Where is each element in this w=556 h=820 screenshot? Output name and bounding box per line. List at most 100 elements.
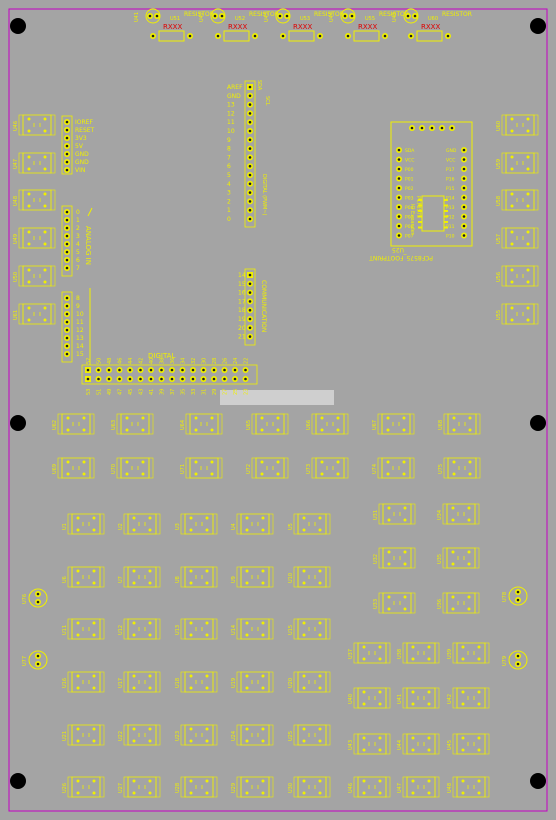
switch-tab [434, 733, 440, 755]
switch-pad [302, 581, 306, 585]
switch-ref: U11 [62, 625, 68, 635]
switch-mark [195, 785, 203, 789]
pad-hole [383, 34, 387, 38]
resistor-ref: U52 [235, 16, 245, 22]
switch-pad [92, 516, 96, 520]
pad-hole [36, 654, 40, 658]
switch-pad [526, 242, 530, 246]
resistor-body [223, 30, 250, 42]
switch-tab [155, 618, 161, 640]
switch-tab [475, 413, 481, 435]
pad-hole [155, 14, 159, 18]
pad-hole [149, 377, 153, 381]
switch-pad [43, 306, 47, 310]
switch-pad [92, 779, 96, 783]
switch-ref: U15 [288, 625, 294, 635]
switch-pad [318, 674, 322, 678]
switch-outline [127, 776, 157, 798]
switch-pad [467, 562, 471, 566]
switch-tab [434, 687, 440, 709]
switch-pad [205, 621, 209, 625]
resistor-ref: U53 [300, 16, 310, 22]
switch-pad [467, 506, 471, 510]
switch-mark [393, 601, 401, 605]
switch-tab [155, 776, 161, 798]
switch-pad [477, 702, 481, 706]
pad-hole [397, 234, 401, 237]
pad-hole [65, 296, 69, 300]
pad-hole [181, 377, 184, 381]
switch-pad [189, 791, 193, 795]
switch-ref: U13 [175, 625, 181, 635]
switch-pad [148, 528, 152, 532]
switch-pad [245, 779, 249, 783]
switch-ref: U28 [175, 783, 181, 793]
switch-pad [427, 702, 431, 706]
switch-ref: U49 [13, 234, 19, 244]
switch-mark [458, 422, 466, 426]
resistor-label: RESISTOR [184, 11, 214, 18]
switch-outline [382, 592, 412, 614]
switch-mark [467, 742, 475, 746]
switch-pad [261, 581, 265, 585]
switch-pad [261, 739, 265, 743]
switch-pad [336, 472, 340, 476]
pad-hole [248, 147, 252, 150]
switch-outline [127, 513, 157, 535]
comm-pin-label: 17 [238, 298, 246, 305]
switch-pad [245, 791, 249, 795]
pad-hole [248, 282, 252, 286]
pad-hole [65, 250, 69, 254]
led-ref: U43 [264, 12, 270, 22]
pcf-pin-label: P05 [405, 215, 414, 221]
pad-hole [212, 368, 216, 372]
switch-tab [452, 687, 458, 709]
pcf-pin-label: P10 [446, 234, 455, 240]
switch-pad [427, 791, 431, 795]
pad-hole [248, 291, 252, 294]
communication-label: COMMUNICATION [260, 280, 267, 332]
power-pin-label: RESET [75, 127, 95, 134]
switch-pad [261, 674, 265, 678]
switch-pad [148, 581, 152, 585]
switch-pad [125, 416, 129, 420]
switch-footprint: U38 [397, 642, 440, 664]
switch-pad [318, 779, 322, 783]
switch-mark [516, 274, 524, 278]
pwm-pin-label: 9 [227, 137, 231, 144]
switch-pad [27, 242, 31, 246]
switch-tab [212, 724, 218, 746]
switch-pad [245, 739, 249, 743]
switch-footprint: U16 [62, 671, 105, 693]
switch-pad [27, 192, 31, 196]
pad-hole [118, 377, 121, 381]
switch-footprint: U56 [496, 265, 539, 287]
switch-outline [446, 547, 476, 569]
switch-mark [308, 733, 316, 737]
pad-hole [462, 148, 466, 152]
switch-footprint: U28 [175, 776, 218, 798]
switch-pad [148, 569, 152, 573]
switch-pad [76, 569, 80, 573]
power-pin-label: IOREF [75, 119, 93, 126]
switch-ref: U16 [62, 678, 68, 688]
chip-lead [418, 215, 422, 218]
switch-tab [99, 513, 105, 535]
switch-pad [427, 645, 431, 649]
switch-outline [22, 227, 52, 249]
switch-ref: U31 [373, 510, 379, 520]
digital-pin-label: 24 [233, 358, 239, 364]
switch-ref: U12 [118, 625, 124, 635]
switch-pad [261, 727, 265, 731]
pwm-pin-label: GND [227, 93, 241, 100]
digital-pin-label: 49 [107, 389, 113, 395]
pad-hole [223, 377, 226, 381]
switch-tab [236, 513, 242, 535]
switch-pad [205, 739, 209, 743]
switch-tab [236, 566, 242, 588]
switch-pad [276, 472, 280, 476]
switch-pad [27, 155, 31, 159]
pad-hole [397, 205, 401, 209]
switch-mark [195, 733, 203, 737]
switch-outline [456, 776, 486, 798]
